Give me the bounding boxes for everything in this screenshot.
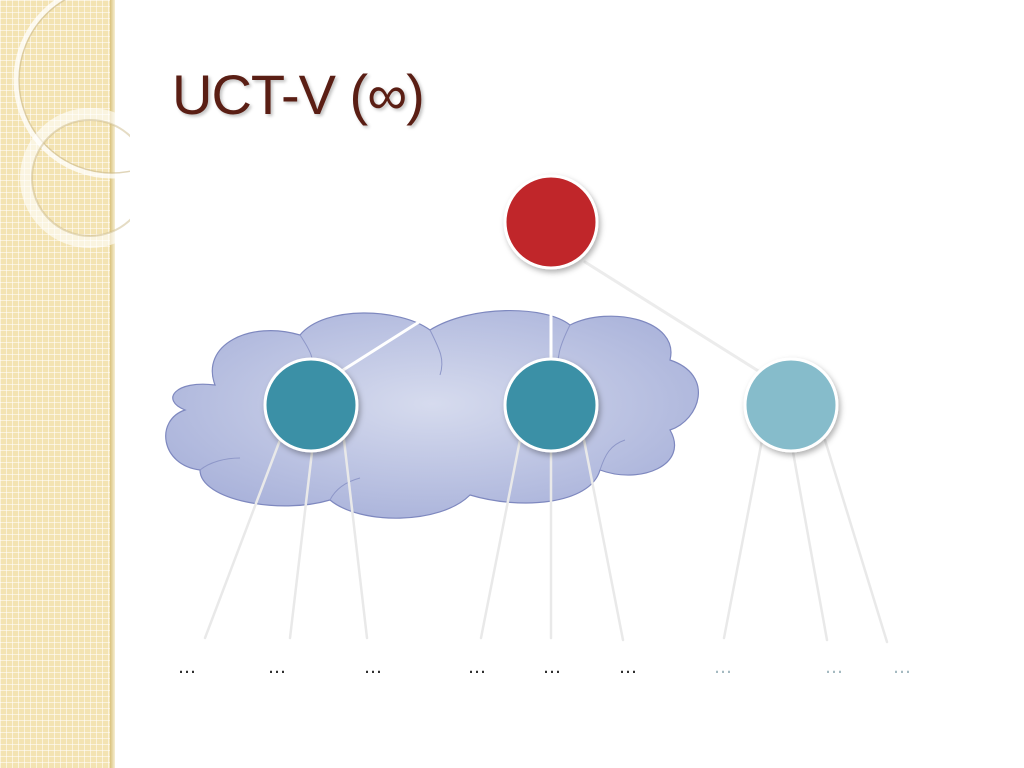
edge-child-2-leaf-3 bbox=[582, 438, 625, 642]
edge-child-1-leaf-1 bbox=[203, 438, 282, 640]
leaf-label-6: … bbox=[619, 657, 637, 678]
side-panel-edge bbox=[110, 0, 115, 768]
leaf-label-1: … bbox=[178, 657, 196, 678]
leaf-label-5: … bbox=[543, 657, 561, 678]
child-node-2 bbox=[503, 357, 599, 453]
edge-child-3-leaf-1 bbox=[722, 438, 764, 640]
child-node-1 bbox=[263, 357, 359, 453]
leaf-edges bbox=[203, 438, 889, 644]
edge-child-1-leaf-3 bbox=[342, 438, 369, 640]
leaf-labels: … … … … … … … … … bbox=[178, 657, 911, 678]
child-node-3 bbox=[743, 357, 839, 453]
root-node bbox=[503, 174, 599, 270]
edge-root-child-1 bbox=[338, 256, 522, 374]
leaf-label-7: … bbox=[714, 657, 732, 678]
edge-root-child-3 bbox=[583, 260, 762, 374]
leaf-label-9: … bbox=[893, 657, 911, 678]
visited-region-cloud bbox=[165, 309, 699, 519]
root-edges bbox=[338, 256, 762, 374]
leaf-label-2: … bbox=[268, 657, 286, 678]
leaf-label-3: … bbox=[364, 657, 382, 678]
leaf-label-8: … bbox=[825, 657, 843, 678]
edge-child-3-leaf-3 bbox=[823, 438, 889, 644]
edge-child-1-leaf-2 bbox=[288, 450, 314, 640]
edge-child-3-leaf-2 bbox=[791, 450, 829, 642]
edge-child-2-leaf-1 bbox=[479, 438, 522, 640]
leaf-label-4: … bbox=[468, 657, 486, 678]
decorative-rings bbox=[13, 0, 130, 248]
slide-title: UCT-V (∞) bbox=[172, 63, 425, 126]
